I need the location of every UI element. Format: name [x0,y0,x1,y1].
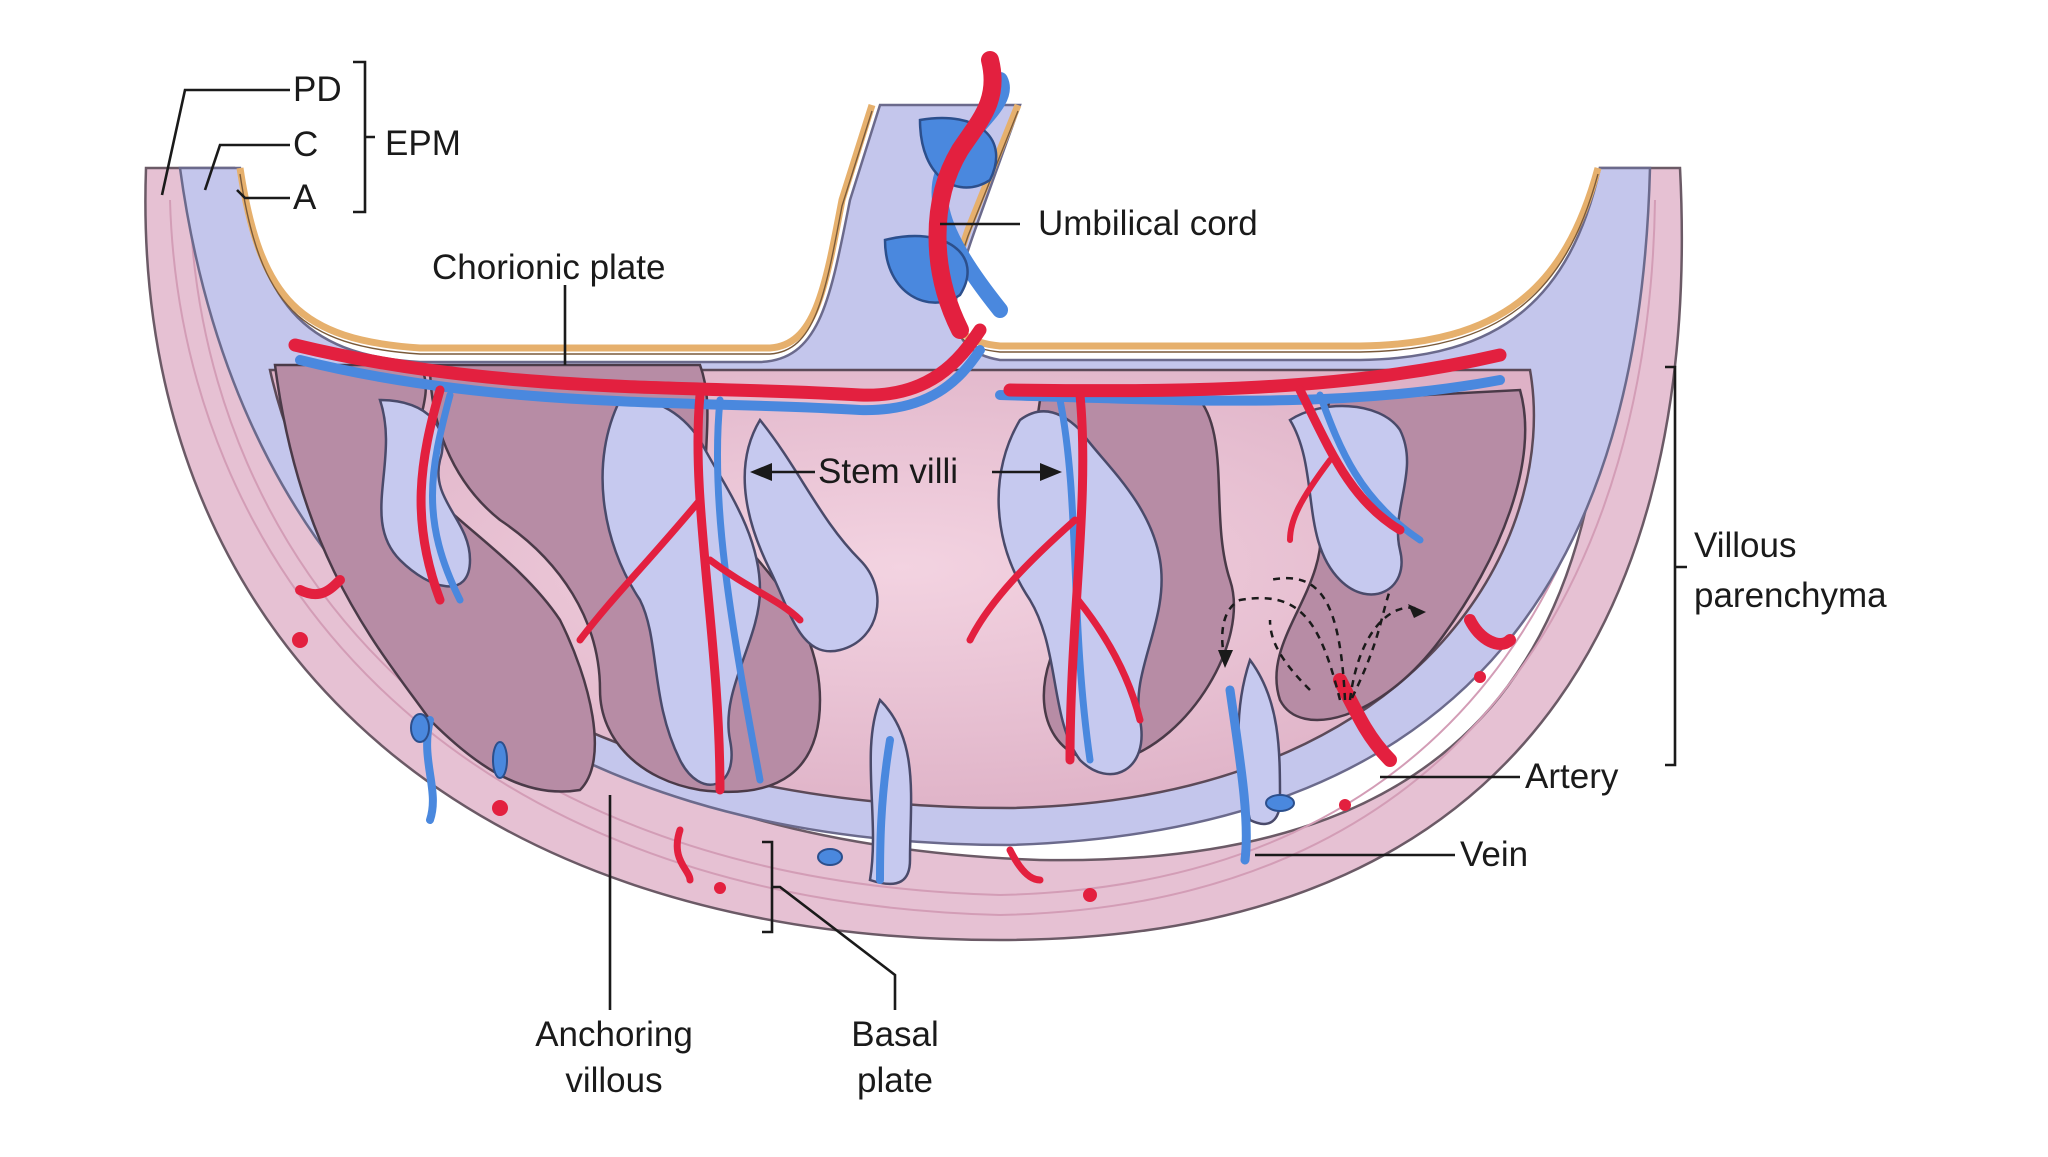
label-umbilical-cord: Umbilical cord [1038,204,1258,243]
label-stem-villi: Stem villi [818,452,958,491]
label-epm: EPM [385,124,461,163]
label-artery: Artery [1525,757,1619,796]
label-basal-line1: Basal [851,1015,939,1054]
arrow-right-icon [1040,463,1062,481]
stem-villi-arrows [750,463,1062,481]
label-villous-line1: Villous [1694,526,1796,565]
flow-arrowheads [1218,604,1426,668]
arrow-left-icon [750,463,772,481]
label-basal-line2: plate [857,1061,933,1100]
label-vein: Vein [1460,835,1528,874]
leader-lines [160,60,1687,1010]
label-anchoring-line2: villous [565,1061,662,1100]
decidua-vessel-dots [292,632,1486,902]
label-pd: PD [293,70,342,109]
diagram-labels: PD C A EPM Chorionic plate Umbilical cor… [293,70,1887,1100]
label-c: C [293,125,318,164]
decidua-vein-dots [410,713,1295,866]
label-anchoring-line1: Anchoring [535,1015,693,1054]
label-chorionic-plate: Chorionic plate [432,248,665,287]
artery-network [288,51,1516,884]
label-a: A [293,178,317,217]
label-villous-line2: parenchyma [1694,576,1887,615]
